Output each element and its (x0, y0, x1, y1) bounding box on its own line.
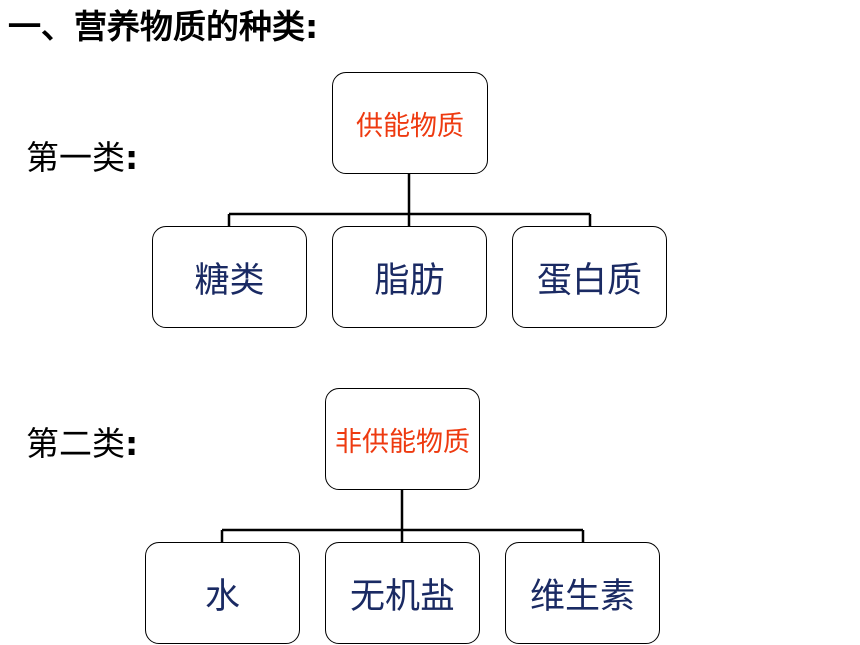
page-title: 一、营养物质的种类: (8, 7, 319, 46)
group-label-text: 第一类 (26, 138, 125, 177)
root-node-label: 供能物质 (356, 110, 464, 142)
group-label-1: 第一类: (26, 136, 138, 180)
group-label-colon: : (125, 138, 139, 177)
child-node-minerals: 无机盐 (325, 542, 480, 644)
child-node-label: 水 (204, 576, 240, 617)
child-node-label: 蛋白质 (536, 260, 642, 301)
connector-group-2 (220, 490, 585, 542)
root-node-non-energy-nutrients: 非供能物质 (325, 388, 480, 490)
child-node-water: 水 (145, 542, 300, 644)
group-label-colon: : (125, 424, 139, 463)
child-node-label: 无机盐 (349, 576, 455, 617)
child-node-label: 维生素 (529, 576, 635, 617)
group-label-2: 第二类: (26, 422, 138, 466)
group-label-text: 第二类 (26, 424, 125, 463)
root-node-energy-nutrients: 供能物质 (332, 72, 488, 174)
child-node-fat: 脂肪 (332, 226, 487, 328)
child-node-protein: 蛋白质 (512, 226, 667, 328)
child-node-carbohydrates: 糖类 (152, 226, 307, 328)
root-node-label: 非供能物质 (335, 426, 470, 458)
child-node-label: 糖类 (194, 260, 265, 301)
connector-group-1 (227, 174, 592, 226)
child-node-label: 脂肪 (374, 260, 445, 301)
child-node-vitamins: 维生素 (505, 542, 660, 644)
